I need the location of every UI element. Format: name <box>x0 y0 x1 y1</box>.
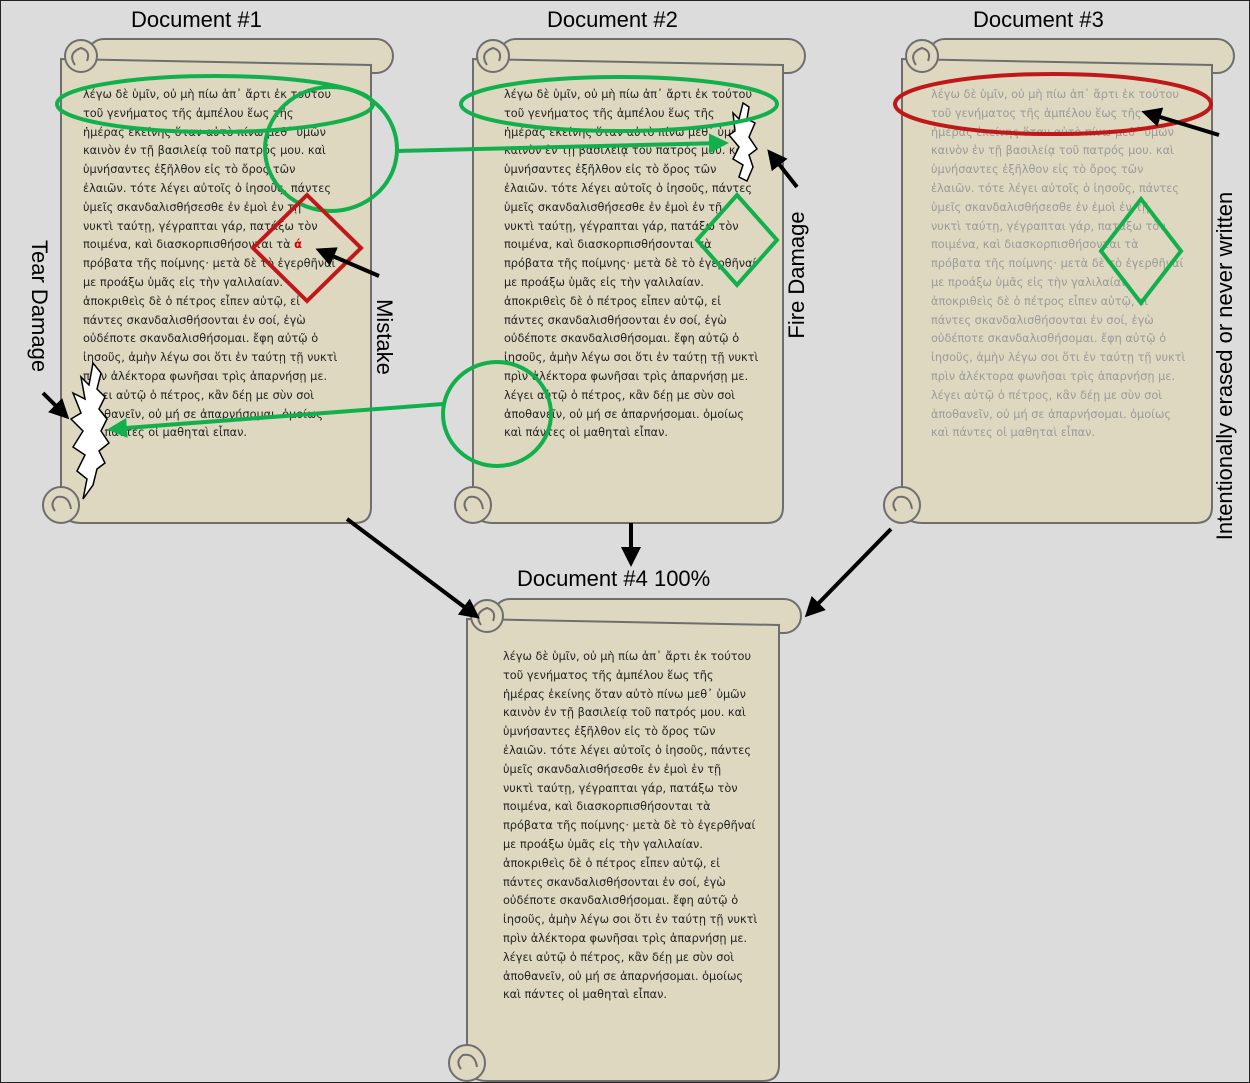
scroll-4 <box>448 598 802 1082</box>
scroll-3 <box>883 38 1235 524</box>
fire-damage-arrow <box>767 149 799 189</box>
mistake-glyph: ά <box>294 238 302 252</box>
match-oval-doc1-line1 <box>55 74 375 134</box>
match-circle-doc1-lines2-4 <box>263 85 399 213</box>
scroll-bottom-curl <box>454 486 492 524</box>
erased-oval-doc3 <box>893 72 1213 136</box>
flow-arrow-doc1-to-doc4 <box>345 517 480 619</box>
document-3-text: λέγω δὲ ὑμῖν, οὐ μὴ πίω ἀπ᾽ ἄρτι ἐκ τούτ… <box>931 88 1186 440</box>
scroll-bottom-curl-line <box>457 1053 478 1070</box>
green-arrow-doc1-to-doc2 <box>396 133 729 154</box>
document-3-title: Document #3 <box>973 7 1104 32</box>
scroll-bottom-curl <box>448 1044 486 1082</box>
erased-label: Intentionally erased or never written <box>1212 191 1237 541</box>
mistake-label: Mistake <box>372 299 397 375</box>
match-circle-doc2-lines15-18 <box>441 360 553 468</box>
green-arrow-doc2-to-doc1 <box>107 402 444 438</box>
scroll-top-curl-line <box>912 46 931 66</box>
document-1-text: λέγω δὲ ὑμῖν, οὐ μὴ πίω ἀπ᾽ ἄρτι ἐκ τούτ… <box>83 88 338 440</box>
match-diamond-doc2 <box>694 191 780 289</box>
document-4-text: λέγω δὲ ὑμῖν, οὐ μὴ πίω ἀπ᾽ ἄρτι ἐκ τούτ… <box>503 650 758 1002</box>
document-4-title: Document #4 100% <box>517 566 711 591</box>
scroll-top-curl-line <box>483 46 502 66</box>
document-2-title: Document #2 <box>547 7 678 32</box>
document-2-text: λέγω δὲ ὑμῖν, οὐ μὴ πίω ἀπ᾽ ἄρτι ἐκ τούτ… <box>504 88 759 440</box>
fire-damage-label: Fire Damage <box>784 211 809 339</box>
tear-damage-label: Tear Damage <box>27 240 52 373</box>
scroll-top-curl-line <box>71 46 90 66</box>
scroll-bottom-curl-line <box>51 495 72 512</box>
document-1-title: Document #1 <box>131 7 262 32</box>
match-oval-doc2-line1 <box>459 75 779 133</box>
tear-damage-shape <box>69 361 111 500</box>
fire-damage-shape <box>727 101 759 183</box>
erased-arrow <box>1141 107 1220 137</box>
scroll-bottom-curl-line <box>892 495 913 512</box>
scroll-top-curl-line <box>477 606 496 626</box>
scroll-top-curl <box>64 39 98 73</box>
scroll-bottom-curl <box>42 486 80 524</box>
mistake-arrow <box>315 247 380 278</box>
match-diamond-doc3 <box>1098 195 1184 307</box>
scroll-top-curl <box>476 39 510 73</box>
scroll-top-curl <box>905 39 939 73</box>
scroll-bottom-curl <box>883 486 921 524</box>
scroll-bottom-curl-line <box>463 495 484 512</box>
flow-arrow-doc3-to-doc4 <box>804 527 893 618</box>
mistake-diamond-doc1 <box>250 192 364 304</box>
tear-damage-arrow <box>41 391 70 420</box>
